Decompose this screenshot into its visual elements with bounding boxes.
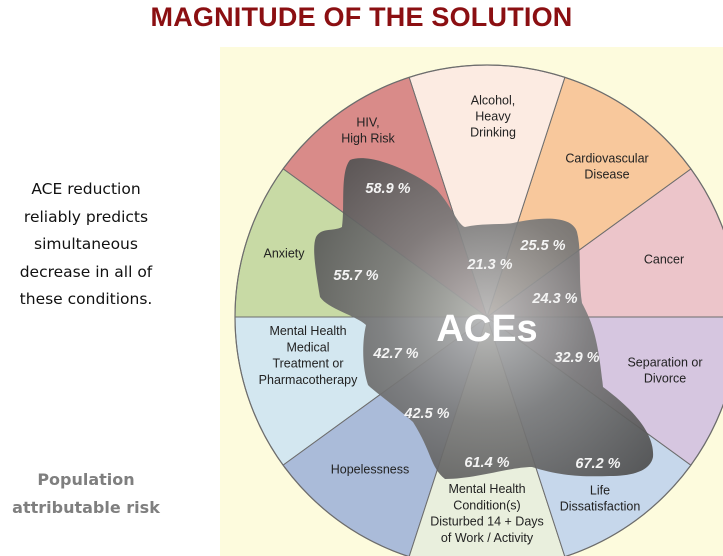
note-line: attributable risk xyxy=(12,498,160,517)
description-line: decrease in all of xyxy=(19,262,153,281)
aces-center-label: ACEs xyxy=(436,308,537,350)
slice-label-line: Cancer xyxy=(644,253,684,267)
note-line: Population xyxy=(37,470,135,489)
slice-label: Hopelessness xyxy=(331,463,410,477)
slice-value: 32.9 % xyxy=(554,350,599,366)
slice-label: Cancer xyxy=(644,253,684,267)
slice-label-line: of Work / Activity xyxy=(441,531,534,545)
slice-label-line: Pharmacotherapy xyxy=(259,373,358,387)
description-line: simultaneous xyxy=(34,235,138,254)
aces-blob-shape xyxy=(314,158,654,479)
slice-label-line: Heavy xyxy=(475,110,511,124)
slice-label-line: Treatment or xyxy=(272,357,343,371)
slice-value: 24.3 % xyxy=(531,291,577,307)
slice-value: 67.2 % xyxy=(575,456,620,472)
slice-value: 42.7 % xyxy=(372,346,418,362)
slice-label-line: Condition(s) xyxy=(453,498,520,512)
slice-label: Separation or Divorce xyxy=(627,355,702,385)
slice-value: 21.3 % xyxy=(466,257,512,273)
slice-value: 58.9 % xyxy=(365,181,410,197)
slide-title: MAGNITUDE OF THE SOLUTION xyxy=(150,2,573,32)
slice-label-line: High Risk xyxy=(341,132,395,146)
slice-label-line: Life xyxy=(590,483,610,497)
description-line: these conditions. xyxy=(19,290,153,309)
slice-label-line: Drinking xyxy=(470,126,516,140)
slice-label-line: Cardiovascular xyxy=(565,151,648,165)
slice-label-line: Dissatisfaction xyxy=(560,500,641,514)
slice-value: 55.7 % xyxy=(333,268,378,284)
slice-label: Anxiety xyxy=(264,247,306,261)
slice-value: 25.5 % xyxy=(519,238,565,254)
slice-label-line: Divorce xyxy=(644,372,686,386)
slice-value: 42.5 % xyxy=(403,406,449,422)
slice-label-line: Mental Health xyxy=(269,324,346,338)
description-line: reliably predicts xyxy=(23,207,149,226)
slice-value: 61.4 % xyxy=(464,455,509,471)
description-text: ACE reduction reliably predicts simultan… xyxy=(0,176,172,314)
slice-label-line: Disease xyxy=(584,168,629,182)
wheel-outline xyxy=(234,64,723,556)
slice-label-line: HIV, xyxy=(356,115,379,129)
slice-label-line: Alcohol, xyxy=(471,93,515,107)
slice-label-line: Hopelessness xyxy=(331,463,410,477)
slice-label-line: Disturbed 14 + Days xyxy=(430,515,544,529)
slice-label: HIV, High Risk xyxy=(341,115,395,145)
description-line: ACE reduction xyxy=(31,180,141,198)
slice-label-line: Separation or xyxy=(627,355,702,369)
slice-label-line: Medical xyxy=(286,340,329,354)
slice-label-line: Anxiety xyxy=(264,247,306,261)
population-attributable-risk-note: Population attributable risk xyxy=(0,466,172,522)
slice-label-line: Mental Health xyxy=(448,482,525,496)
